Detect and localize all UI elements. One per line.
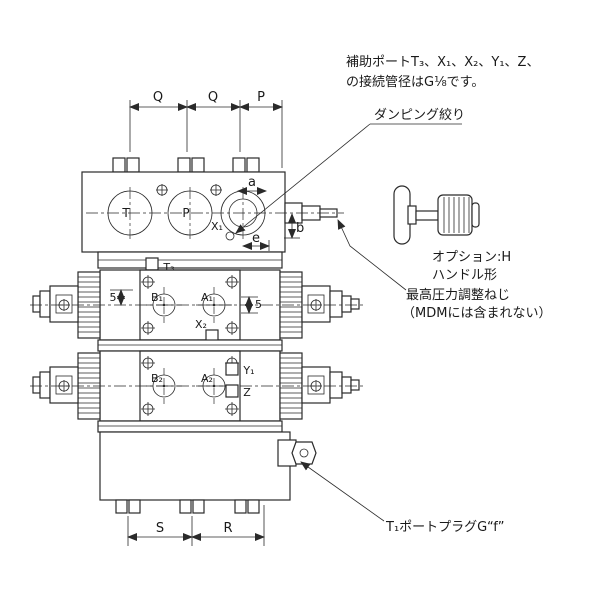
note-aux-ports-line1: 補助ポートT₃、X₁、X₂、Y₁、Z、 bbox=[346, 55, 539, 70]
port-label-y1: Y₁ bbox=[242, 364, 254, 377]
section-1-right-actuator bbox=[301, 285, 360, 323]
handle-option-drawing bbox=[393, 185, 480, 245]
top-dimension-lines: Q Q P bbox=[129, 90, 283, 168]
dim-label-5-left: 5 bbox=[110, 291, 117, 304]
port-label-a1: A₁ bbox=[201, 291, 213, 304]
note-option-line2: ハンドル形 bbox=[432, 268, 497, 283]
leader-t1-plug bbox=[300, 461, 385, 522]
bottom-block bbox=[99, 431, 317, 514]
section-2: B₂ A₂ Y₁ Z bbox=[30, 350, 364, 422]
leader-pressure-adjust bbox=[337, 219, 407, 291]
port-label-a2: A₂ bbox=[201, 372, 213, 385]
dim-label-e: e bbox=[252, 231, 260, 246]
note-option-line1: オプション:H bbox=[432, 250, 511, 265]
port-t3-square bbox=[145, 257, 159, 271]
port-y1-square bbox=[225, 362, 239, 376]
t1-port-plug bbox=[277, 439, 317, 467]
port-label-p: P bbox=[182, 206, 189, 220]
port-label-x1: X₁ bbox=[211, 220, 223, 233]
section-1-left-actuator bbox=[32, 285, 79, 323]
port-z-square bbox=[225, 384, 239, 398]
port-label-t: T bbox=[121, 206, 130, 220]
leader-lines bbox=[235, 123, 462, 522]
port-label-b2: B₂ bbox=[151, 372, 163, 385]
dim-label-b: b bbox=[296, 221, 304, 236]
dim-label-p: P bbox=[257, 90, 265, 105]
section-1: B₁ A₁ X₂ 5 5 bbox=[30, 269, 364, 344]
mount-strip-2 bbox=[97, 339, 283, 352]
port-label-x2: X₂ bbox=[195, 318, 207, 331]
note-t1-plug: T₁ポートプラグG“f” bbox=[385, 520, 505, 535]
dim-label-s: S bbox=[156, 521, 164, 536]
note-damping: ダンピング絞り bbox=[374, 108, 465, 123]
detail-dimensions: a b e bbox=[237, 175, 304, 251]
dim-label-q1: Q bbox=[153, 90, 163, 105]
mount-strip-3 bbox=[97, 420, 283, 433]
offset-dimension-right: 5 bbox=[241, 296, 262, 314]
section-2-right-actuator bbox=[301, 366, 360, 404]
note-pressure-line2: （MDMには含まれない） bbox=[402, 305, 551, 321]
dim-label-q2: Q bbox=[208, 90, 218, 105]
note-pressure-line1: 最高圧力調整ねじ bbox=[406, 287, 510, 303]
notes: 補助ポートT₃、X₁、X₂、Y₁、Z、 の接続管径はG⅛です。 ダンピング絞り … bbox=[346, 55, 551, 535]
section-2-left-actuator bbox=[32, 366, 79, 404]
damping-orifice bbox=[225, 231, 235, 241]
dim-label-a: a bbox=[248, 175, 256, 190]
port-label-z: Z bbox=[243, 386, 251, 399]
dim-label-r: R bbox=[223, 521, 232, 536]
offset-dimension-left: 5 bbox=[110, 289, 133, 306]
bottom-dimension-lines: S R bbox=[127, 505, 265, 546]
leader-damping bbox=[235, 123, 371, 234]
port-label-b1: B₁ bbox=[151, 291, 163, 304]
note-aux-ports-line2: の接続管径はG⅛です。 bbox=[346, 74, 484, 90]
top-block: T P X₁ bbox=[81, 157, 344, 253]
dim-label-5-right: 5 bbox=[255, 298, 262, 311]
